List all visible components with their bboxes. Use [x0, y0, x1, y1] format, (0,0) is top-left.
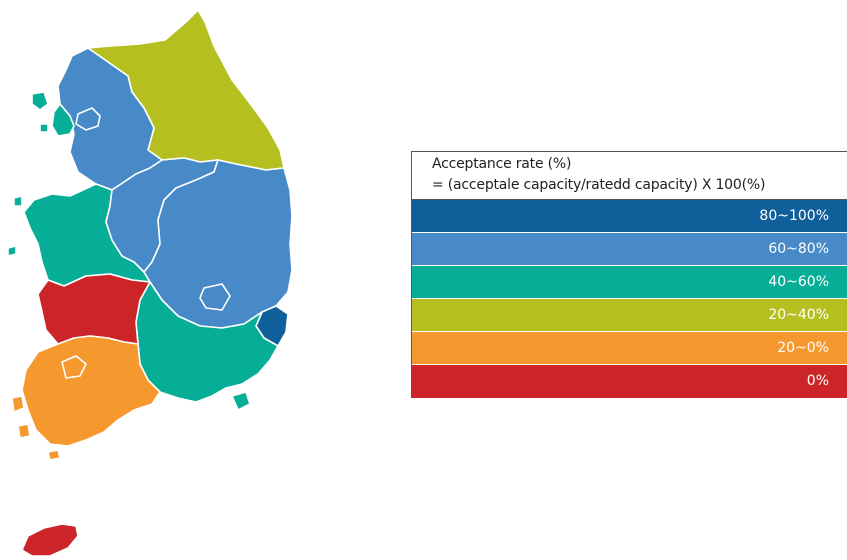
region-seoul[interactable] [75, 107, 101, 131]
island-chungnam-2 [7, 245, 17, 257]
legend-item-20-40: 20~40% [412, 299, 847, 332]
legend-title-line-2: = (acceptale capacity/ratedd capacity) X… [432, 177, 766, 193]
legend-item-60-80: 60~80% [412, 233, 847, 266]
region-jeonbuk[interactable] [37, 273, 151, 345]
region-jeju[interactable] [21, 523, 79, 557]
island-incheon [31, 91, 49, 111]
region-jeonnam[interactable] [21, 335, 161, 447]
region-gwangju[interactable] [61, 355, 87, 379]
island-jeonnam [11, 395, 25, 413]
legend-title: Acceptance rate (%) = (acceptale capacit… [412, 152, 847, 200]
legend-item-80-100: 80~100% [412, 200, 847, 233]
island-jeonnam-2 [17, 423, 31, 439]
korea-map [7, 9, 293, 557]
region-daegu[interactable] [199, 283, 231, 311]
legend-item-20-0: 20~0% [412, 332, 847, 365]
island-geoje [231, 391, 251, 411]
legend-title-line-1: Acceptance rate (%) [432, 156, 572, 172]
legend: Acceptance rate (%) = (acceptale capacit… [411, 151, 847, 398]
region-incheon[interactable] [51, 103, 75, 137]
legend-item-0: 0% [412, 365, 847, 398]
island-chungnam [13, 195, 23, 207]
island-incheon-2 [39, 123, 49, 133]
legend-item-40-60: 40~60% [412, 266, 847, 299]
island-jeonnam-3 [47, 449, 61, 461]
